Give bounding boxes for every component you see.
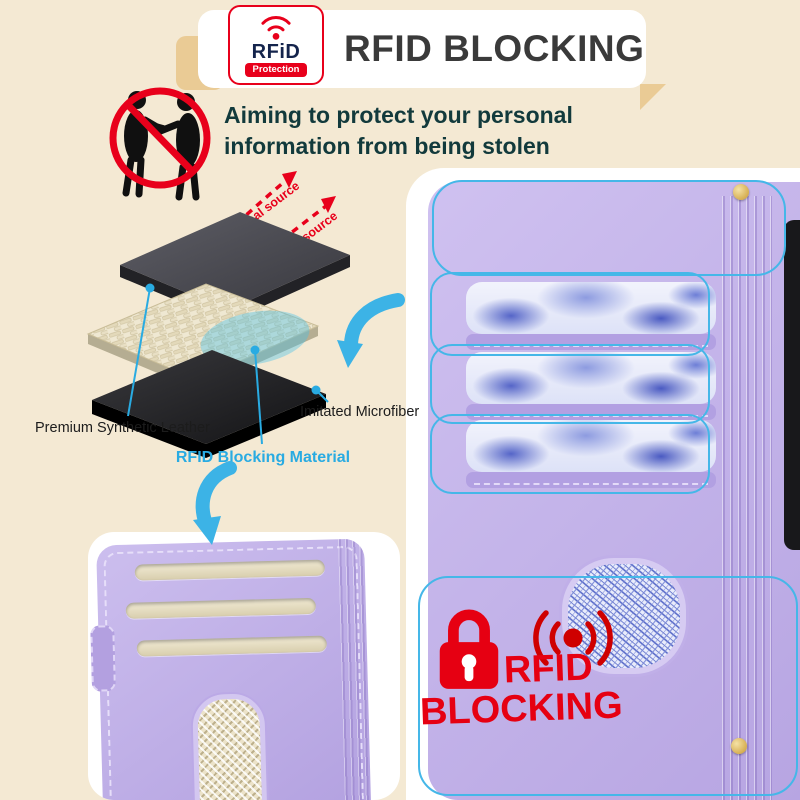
microfiber-layer — [92, 350, 326, 458]
arrow-left-icon — [337, 293, 405, 368]
label-leather: Premium Synthetic Leather — [35, 420, 210, 436]
stitching — [474, 483, 708, 485]
case-spine-ridges — [722, 196, 772, 800]
card-slot-edge — [466, 334, 716, 350]
card-slot-edge — [466, 472, 716, 488]
no-theft-icon — [109, 87, 211, 201]
highlight-outline — [418, 576, 798, 796]
rfid-wifi-icon — [261, 16, 291, 40]
card-slot-lining — [466, 420, 716, 472]
phone-case-open — [428, 182, 800, 800]
product-panel-open: RFID BLOCKING — [406, 168, 800, 800]
rfid-layer — [86, 283, 320, 390]
lock-icon — [439, 609, 499, 689]
badge-brand: RFiD — [251, 41, 301, 64]
label-microfiber: Imitated Microfiber — [300, 404, 419, 420]
card-slot-lining — [466, 352, 716, 404]
highlight-outline — [430, 344, 710, 424]
highlight-outline — [430, 272, 710, 356]
rivet-icon — [733, 184, 749, 200]
phone — [784, 220, 800, 550]
label-rfid: RFID Blocking Material — [176, 449, 350, 466]
arrow-down-icon — [193, 461, 237, 545]
product-panel-closed — [88, 532, 400, 800]
card-slot-lining — [466, 282, 716, 334]
layers-diagram: Premium Synthetic Leather RFID Blocking … — [35, 212, 419, 466]
rfid-protection-badge: RFiD Protection — [228, 5, 324, 85]
highlight-outline — [432, 180, 786, 276]
signal-waves-icon — [533, 610, 613, 666]
stitching — [474, 345, 708, 347]
tagline: Aiming to protect your personal informat… — [224, 102, 573, 160]
highlight-outline — [430, 414, 710, 494]
page-title: RFID BLOCKING — [344, 28, 645, 69]
rivet-icon — [731, 738, 747, 754]
badge-protection-label: Protection — [244, 63, 308, 77]
card-slot-edge — [466, 404, 716, 420]
stitching — [474, 415, 708, 417]
